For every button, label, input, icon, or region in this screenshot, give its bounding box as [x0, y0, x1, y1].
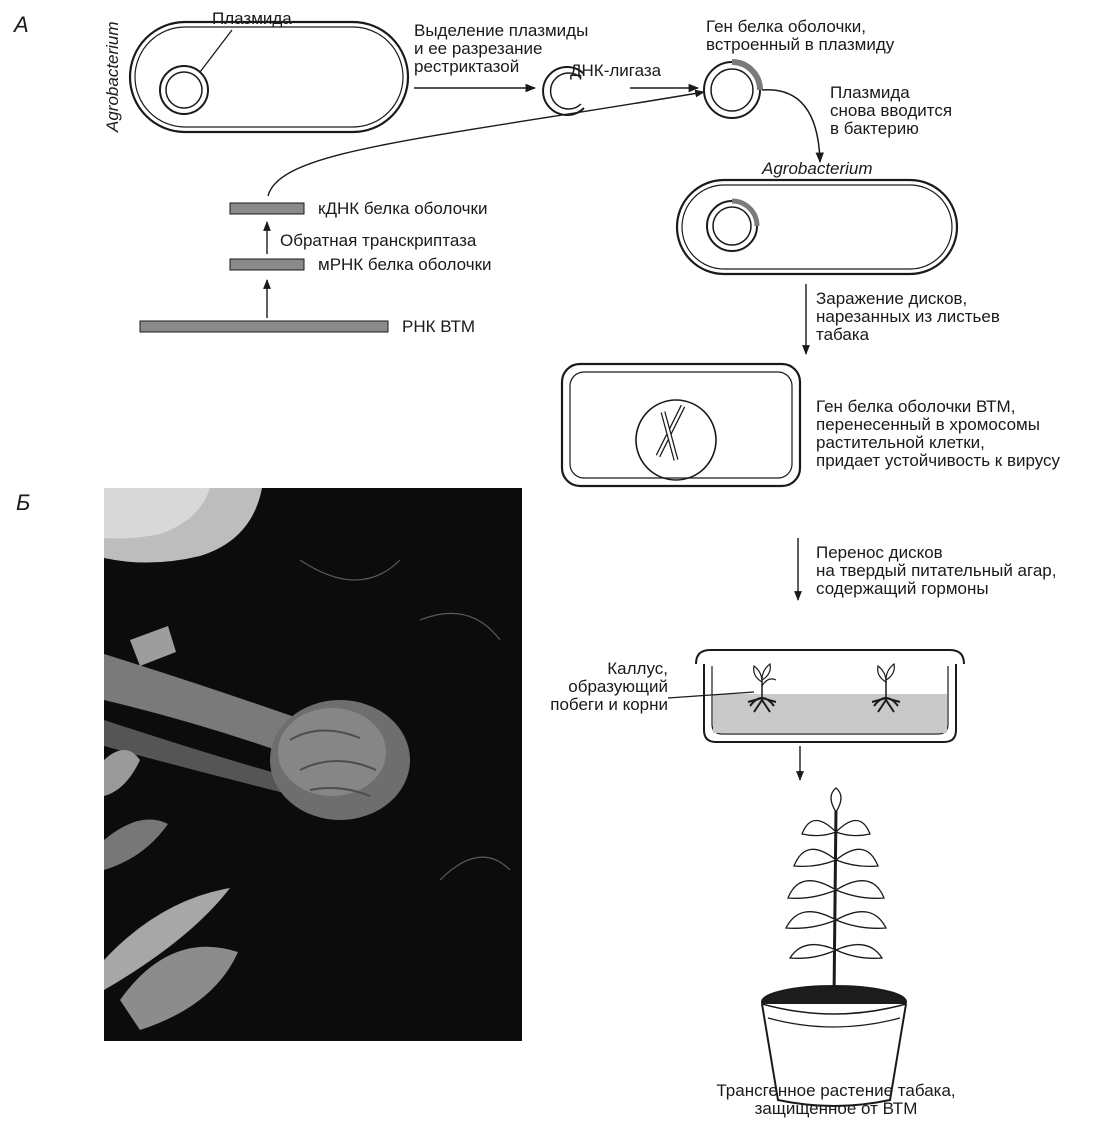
coat-gene-line-2: встроенный в плазмиду [706, 35, 895, 54]
infection-line-2: нарезанных из листьев [816, 307, 1000, 326]
agrobacterium-cell [130, 22, 408, 132]
isolation-line-3: рестриктазой [414, 57, 519, 76]
reintroduced-line-1: Плазмида [830, 83, 910, 102]
infection-line-1: Заражение дисков, [816, 289, 967, 308]
transfer-line-2: на твердый питательный агар, [816, 561, 1056, 580]
coat-gene-line-1: Ген белка оболочки, [706, 17, 866, 36]
plasmid-label: Плазмида [212, 9, 292, 28]
infection-line-3: табака [816, 325, 870, 344]
agrobacterium-vertical-label: Agrobacterium [103, 21, 122, 133]
transgenic-plant [786, 788, 886, 998]
transfer-line-1: Перенос дисков [816, 543, 943, 562]
plasmid-pointer [200, 30, 232, 72]
isolation-line-2: и ее разрезание [414, 39, 543, 58]
crown-gall-photo [104, 488, 522, 1041]
resistance-line-3: растительной клетки, [816, 433, 985, 452]
resistance-line-4: придает устойчивость к вирусу [816, 451, 1061, 470]
cdna-bar [230, 203, 304, 214]
callus-line-2: образующий [568, 677, 668, 696]
rna-tmv-bar [140, 321, 388, 332]
reintroduced-line-3: в бактерию [830, 119, 919, 138]
panel-label-a: А [12, 12, 29, 37]
ligase-label: ДНК-лигаза [570, 61, 662, 80]
recombinant-agrobacterium-cell [677, 180, 957, 274]
recombinant-plasmid [704, 62, 760, 118]
rna-tmv-label: РНК ВТМ [402, 317, 475, 336]
agrobacterium-label: Agrobacterium [761, 159, 873, 178]
resistance-line-1: Ген белка оболочки ВТМ, [816, 397, 1015, 416]
plant-cell [562, 364, 800, 486]
panel-label-b: Б [16, 490, 30, 515]
transgenic-line-1: Трансгенное растение табака, [716, 1081, 955, 1100]
cdna-to-plasmid-arrow [268, 92, 704, 196]
callus-line-1: Каллус, [607, 659, 668, 678]
mrna-label: мРНК белка оболочки [318, 255, 492, 274]
cdna-label: кДНК белка оболочки [318, 199, 487, 218]
resistance-line-2: перенесенный в хромосомы [816, 415, 1040, 434]
reintroduced-line-2: снова вводится [830, 101, 952, 120]
mrna-bar [230, 259, 304, 270]
transgenic-line-2: защищенное от ВТМ [755, 1099, 918, 1118]
transfer-line-3: содержащий гормоны [816, 579, 989, 598]
agar-dish [696, 650, 964, 742]
reintroduce-arrow [762, 90, 820, 162]
callus-line-3: побеги и корни [550, 695, 668, 714]
reverse-transcriptase-label: Обратная транскриптаза [280, 231, 477, 250]
isolation-line-1: Выделение плазмиды [414, 21, 588, 40]
